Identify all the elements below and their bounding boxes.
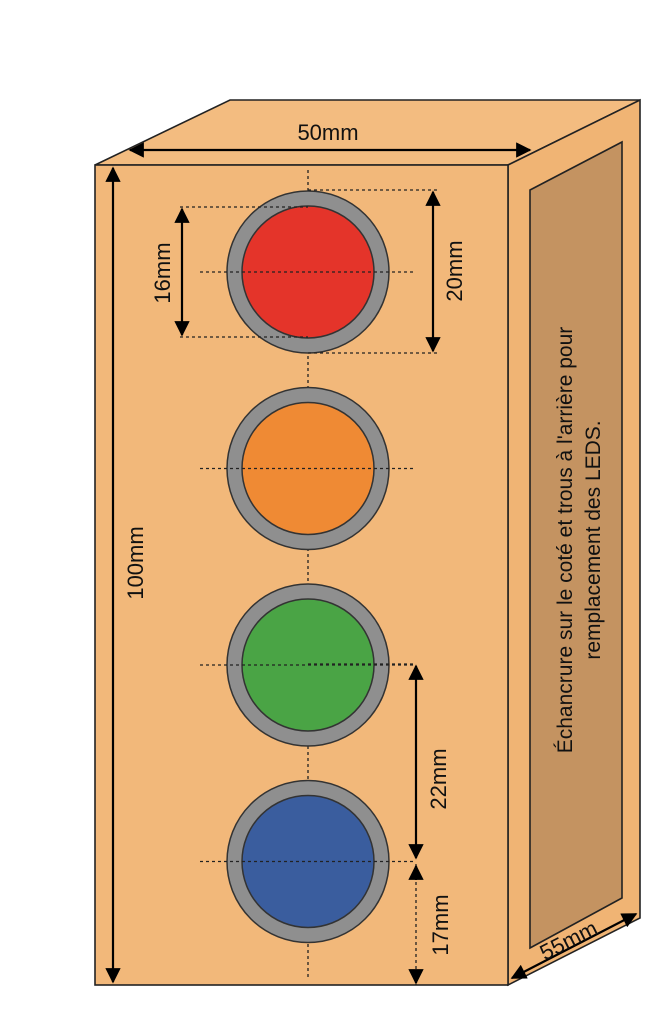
led-group xyxy=(200,190,416,944)
lens-diameter-label: 16mm xyxy=(150,242,175,303)
ring-diameter-label: 20mm xyxy=(442,240,467,301)
side-recess-panel xyxy=(529,140,623,950)
depth-arrow xyxy=(510,913,638,979)
spacing-label: 22mm xyxy=(426,748,451,809)
height-label: 100mm xyxy=(123,526,148,599)
side-note-line2: remplacement des LEDS. xyxy=(582,420,605,659)
side-note-line1: Échancrure sur le coté et trous à l'arri… xyxy=(554,327,577,754)
width-label: 50mm xyxy=(297,120,358,145)
bottom-offset-label: 17mm xyxy=(428,894,453,955)
